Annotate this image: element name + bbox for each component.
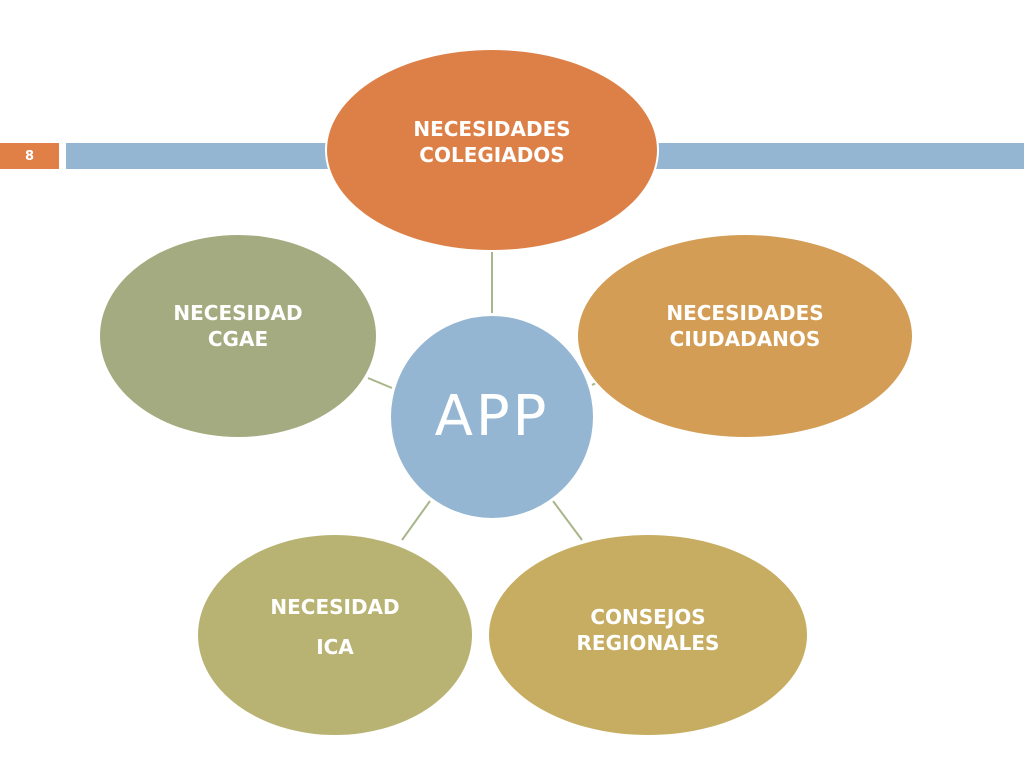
header-bar-right	[656, 143, 1024, 169]
slide-number: 8	[0, 143, 59, 169]
node-label-line1: NECESIDADES	[666, 301, 824, 325]
node-label-line1: NECESIDAD	[270, 595, 400, 619]
node-necesidad-ica: NECESIDAD ICA	[196, 533, 474, 737]
center-label: APP	[434, 384, 550, 449]
node-consejos-regionales: CONSEJOS REGIONALES	[487, 533, 809, 737]
connector-ica	[401, 500, 431, 541]
node-label-line2: ICA	[316, 635, 354, 659]
node-label-line1: NECESIDAD	[173, 301, 303, 325]
node-label-line2: CGAE	[207, 327, 269, 351]
node-label-line2: CIUDADANOS	[669, 327, 821, 351]
node-label-line1: CONSEJOS	[590, 605, 706, 629]
connector-cgae	[367, 377, 393, 389]
header-bar-left	[66, 143, 330, 169]
connector-consejos	[552, 500, 583, 541]
node-label-line2: REGIONALES	[576, 631, 720, 655]
node-necesidades-ciudadanos: NECESIDADES CIUDADANOS	[576, 233, 914, 439]
node-necesidad-cgae: NECESIDAD CGAE	[98, 233, 378, 439]
node-label-line2: COLEGIADOS	[419, 143, 565, 167]
node-necesidades-colegiados: NECESIDADES COLEGIADOS	[325, 48, 659, 252]
node-label-line1: NECESIDADES	[413, 117, 571, 141]
center-node-app: APP	[388, 313, 596, 521]
